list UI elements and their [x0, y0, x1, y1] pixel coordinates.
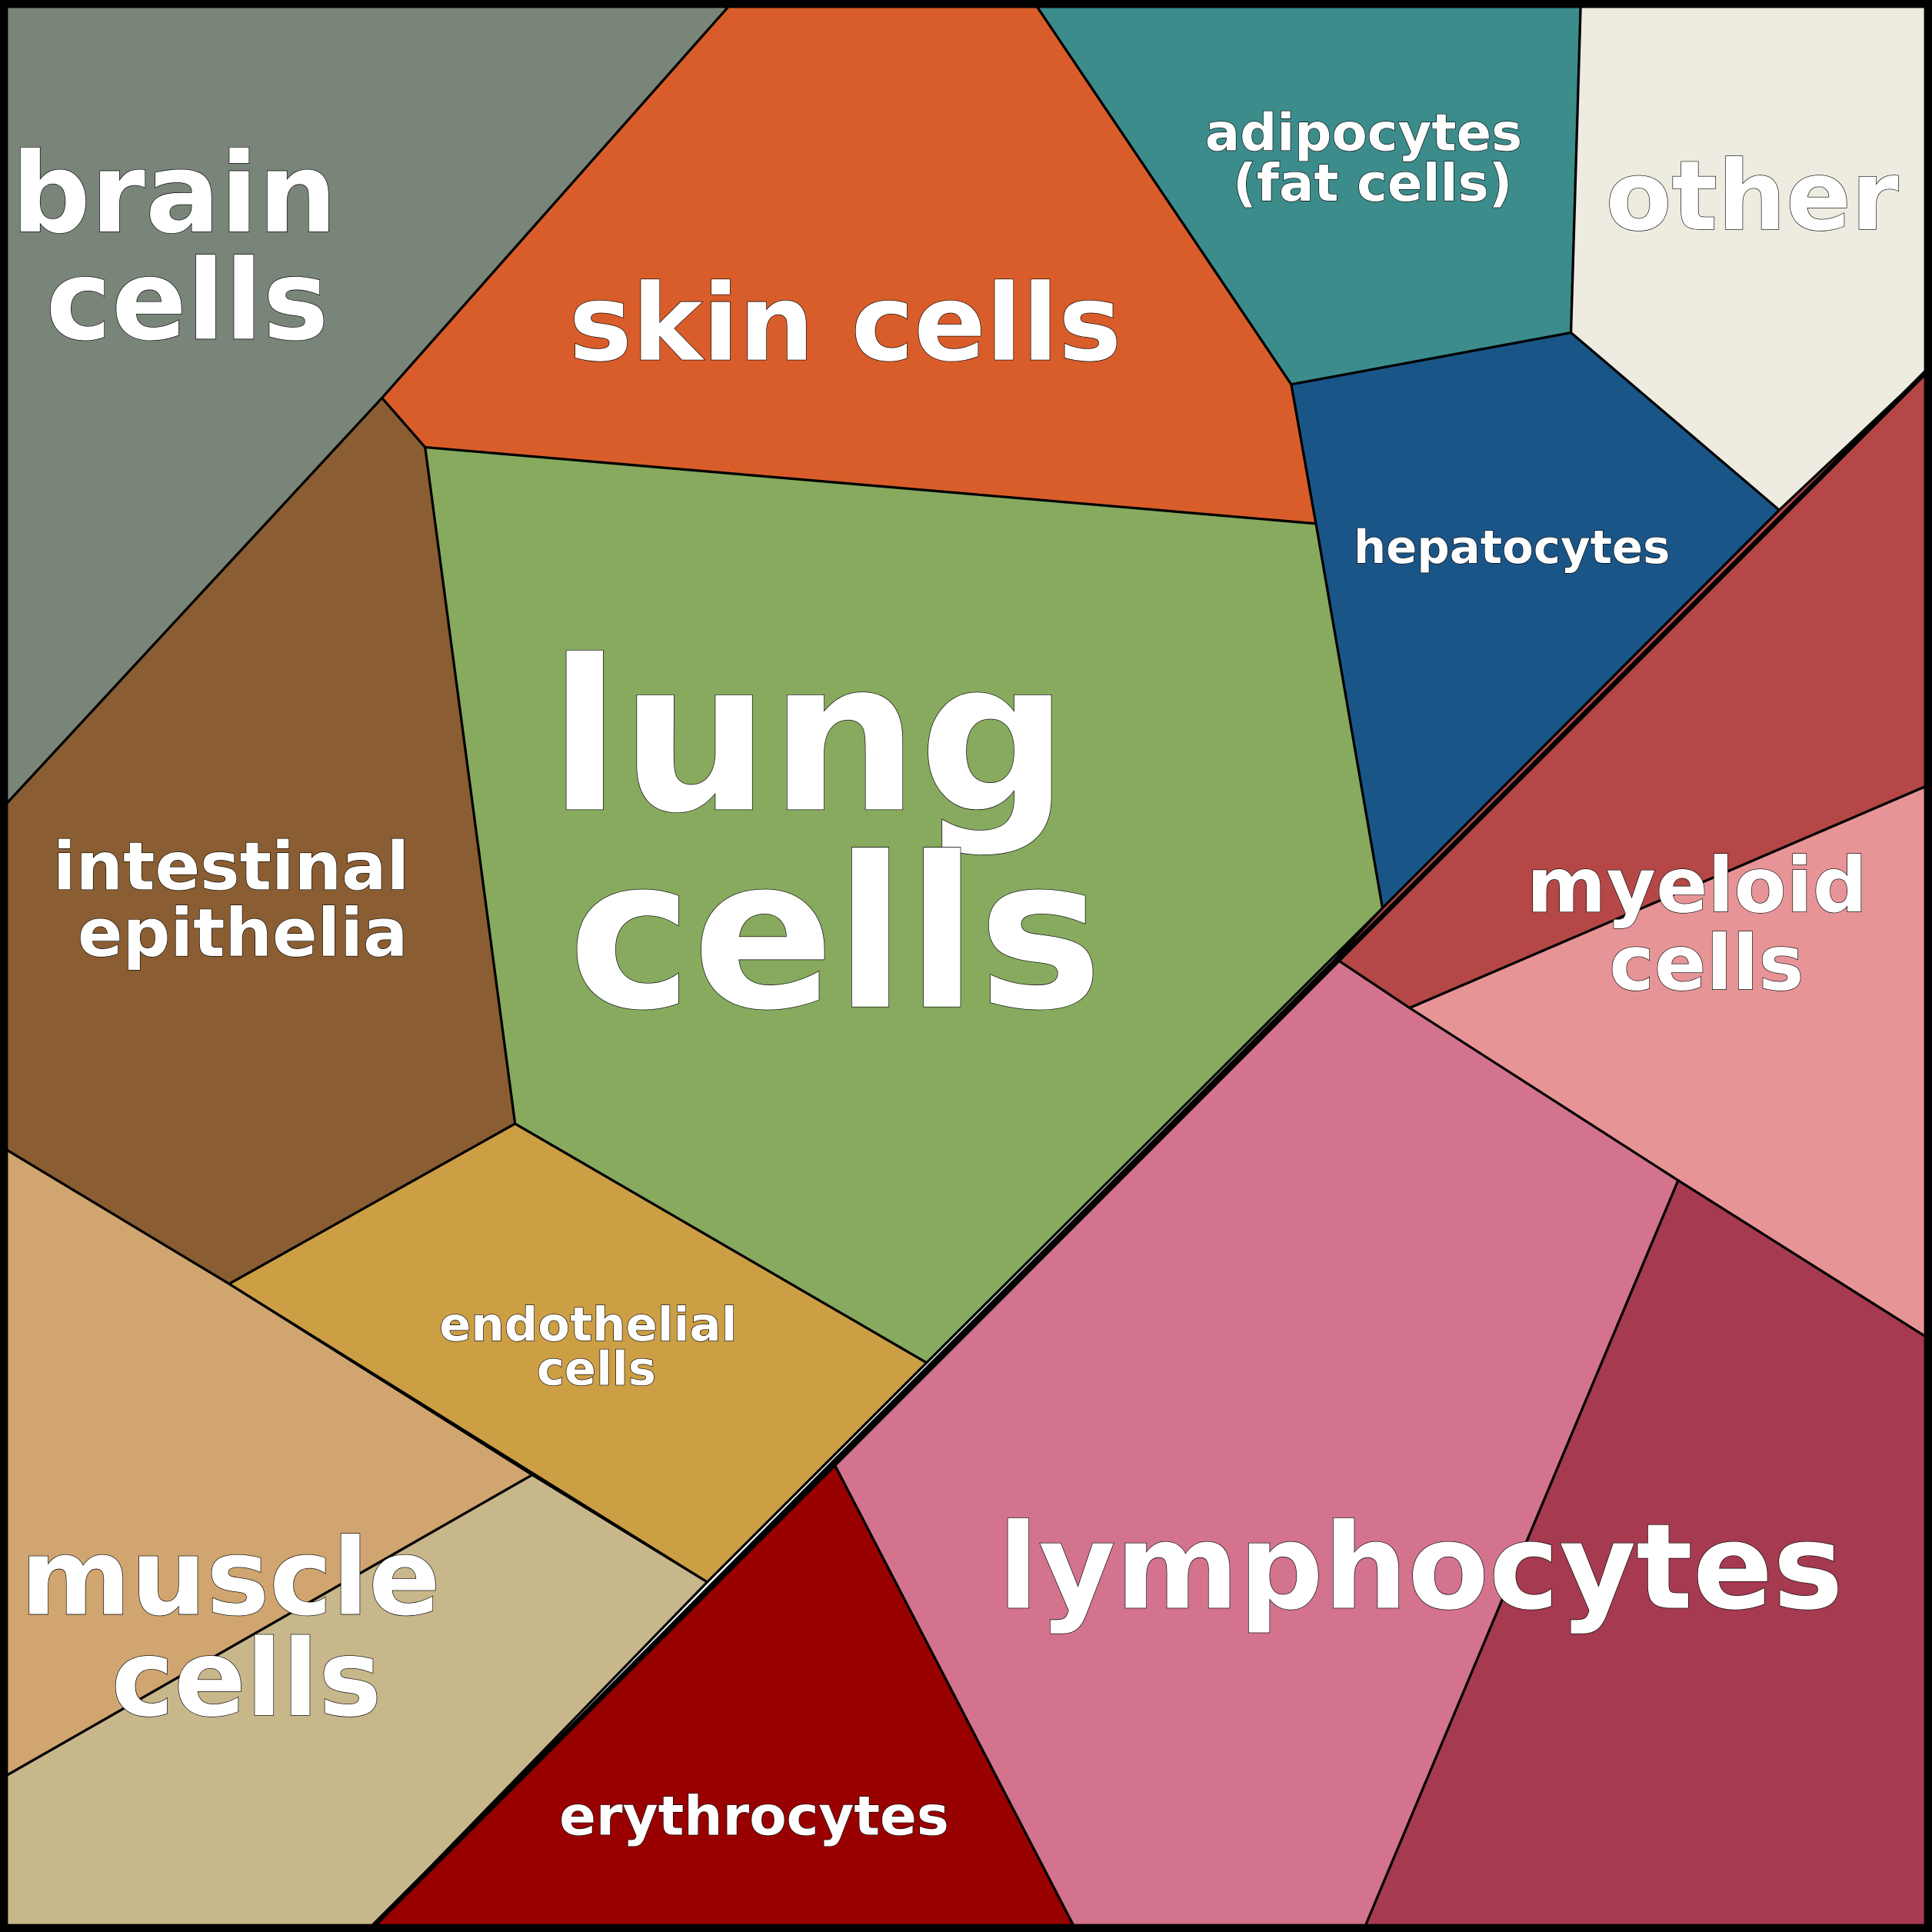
label-adipocytes: adipocytes (fat cells): [1205, 102, 1541, 213]
label-brain-cells: brain cells: [12, 129, 376, 365]
label-intestinal-epithelia: intestinal epithelia: [53, 829, 432, 973]
label-endothelial-cells: endothelial cells: [439, 1297, 754, 1397]
major-divider-line: [365, 364, 1932, 1932]
region-myeloid-cells-a: [1334, 364, 1932, 1010]
label-lymphocytes: lymphocytes: [998, 1499, 1844, 1637]
label-muscle-cells: muscle cells: [21, 1517, 478, 1740]
label-hepatocytes: hepatocytes: [1354, 521, 1670, 574]
region-muscle-cells-b: [0, 1473, 710, 1932]
region-endothelial-cells: [226, 1122, 929, 1584]
label-myeloid-cells: myeloid cells: [1527, 842, 1894, 1008]
label-lung-cells: lung cells: [549, 616, 1142, 1057]
label-erythrocytes: erythrocytes: [559, 1784, 949, 1847]
label-other: other: [1606, 141, 1899, 252]
label-skin-cells: skin cells: [569, 262, 1121, 385]
